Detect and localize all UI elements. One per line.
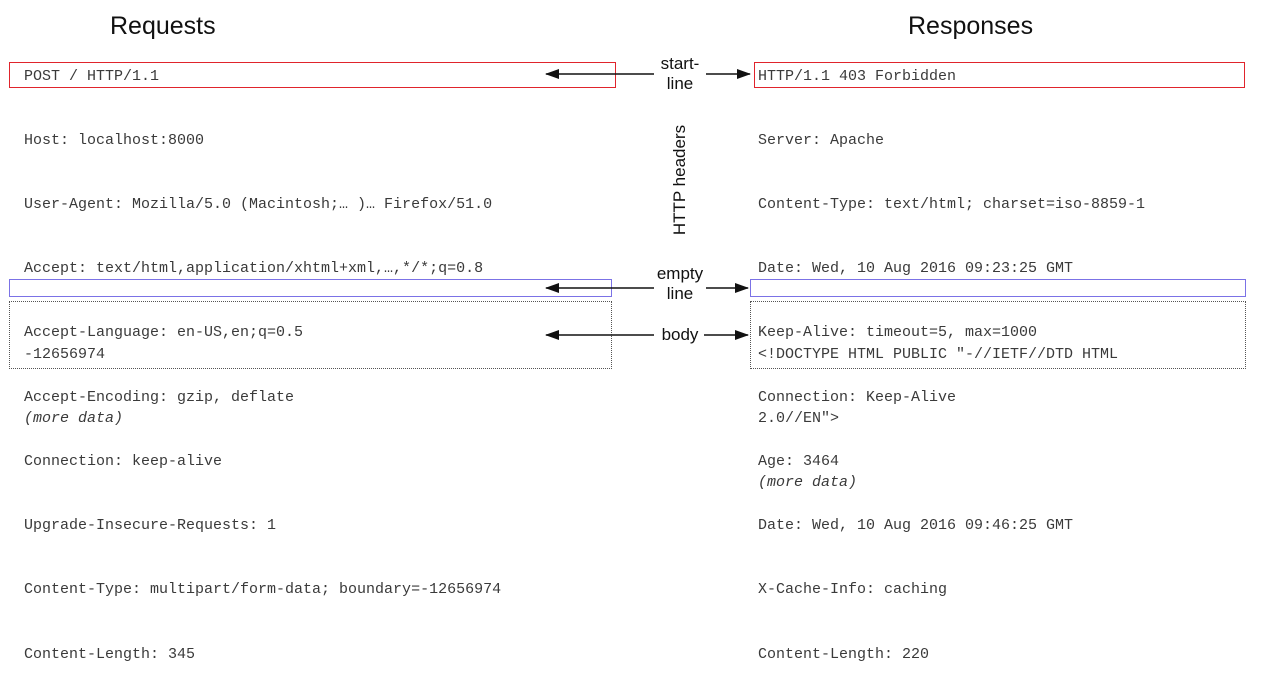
request-header-line: Accept-Language: en-US,en;q=0.5: [24, 324, 304, 342]
empty-line-label-bottom: line: [666, 284, 694, 303]
response-start-line: HTTP/1.1 403 Forbidden: [758, 68, 957, 85]
response-empty-line-box: [750, 279, 1246, 297]
request-start-line: POST / HTTP/1.1: [24, 68, 160, 85]
body-label: body: [661, 325, 699, 344]
responses-heading: Responses: [908, 12, 1034, 40]
response-header-line: X-Cache-Info: caching: [758, 581, 948, 599]
start-line-label-top: start-: [660, 54, 700, 73]
response-body-line: 2.0//EN">: [758, 410, 840, 428]
response-body-line: <!DOCTYPE HTML PUBLIC "-//IETF//DTD HTML: [758, 345, 1119, 363]
request-body-line: -12656974: [24, 345, 106, 363]
response-header-line: Content-Length: 220: [758, 645, 930, 663]
empty-line-label-top: empty: [656, 264, 704, 283]
response-start-line-box: [754, 62, 1245, 88]
response-header-line: Content-Type: text/html; charset=iso-885…: [758, 196, 1146, 214]
start-line-label: start- line: [640, 54, 720, 94]
request-header-line: Accept: text/html,application/xhtml+xml,…: [24, 260, 484, 278]
empty-line-label: empty line: [640, 264, 720, 304]
request-header-line: Connection: keep-alive: [24, 452, 223, 470]
response-header-line: Server: Apache: [758, 131, 885, 149]
request-header-line: Host: localhost:8000: [24, 131, 205, 149]
response-header-line: Connection: Keep-Alive: [758, 388, 957, 406]
requests-heading: Requests: [110, 12, 216, 40]
response-body-more: (more data): [758, 474, 858, 492]
request-start-line-box: [9, 62, 616, 88]
request-body-more: (more data): [24, 410, 124, 428]
request-header-line: Content-Type: multipart/form-data; bound…: [24, 581, 502, 599]
request-header-line: User-Agent: Mozilla/5.0 (Macintosh;… )… …: [24, 196, 493, 214]
response-header-line: Keep-Alive: timeout=5, max=1000: [758, 324, 1038, 342]
connector-arrows: [545, 69, 751, 340]
request-header-line: Accept-Encoding: gzip, deflate: [24, 388, 295, 406]
response-body-box: [750, 301, 1246, 369]
request-header-line: Content-Length: 345: [24, 645, 196, 663]
response-header-line: Date: Wed, 10 Aug 2016 09:46:25 GMT: [758, 517, 1074, 535]
response-header-line: Date: Wed, 10 Aug 2016 09:23:25 GMT: [758, 260, 1074, 278]
request-header-line: Upgrade-Insecure-Requests: 1: [24, 517, 277, 535]
start-line-label-bottom: line: [666, 74, 694, 93]
